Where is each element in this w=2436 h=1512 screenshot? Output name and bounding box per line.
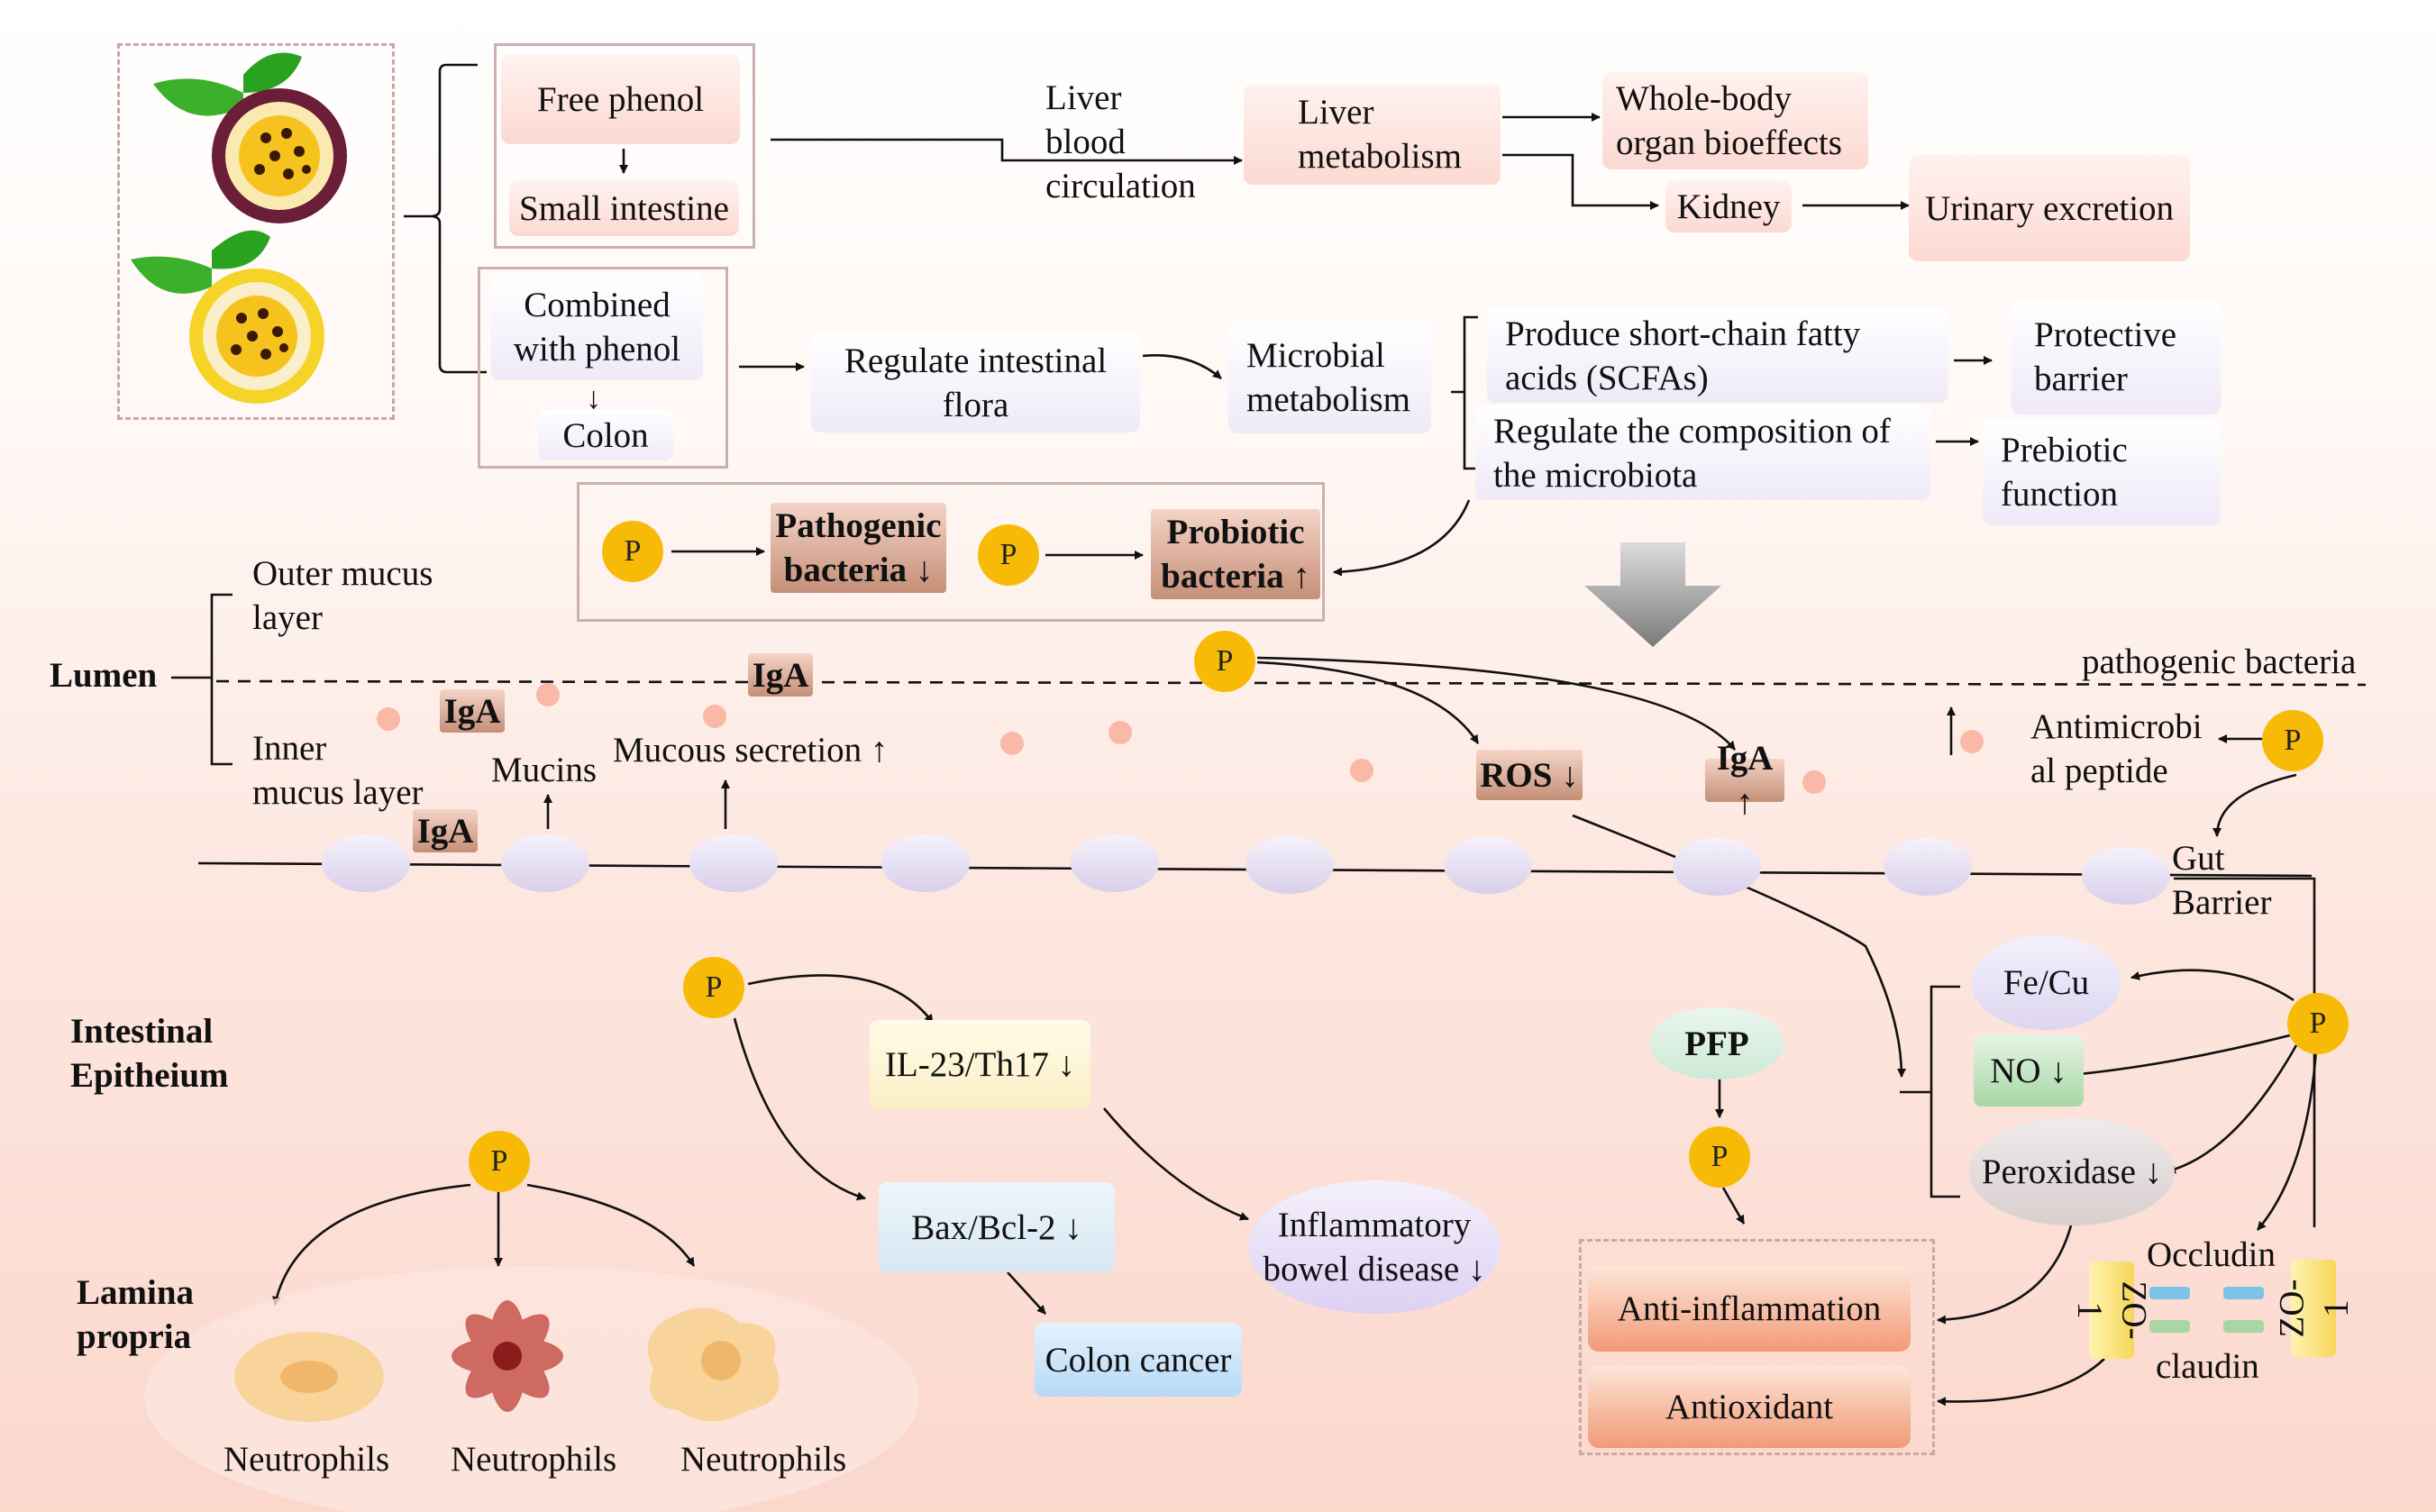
bacteria-dot [1960, 730, 1984, 753]
neutrophil-label: Neutrophils [224, 1440, 390, 1479]
neutrophil-icon [452, 1300, 563, 1412]
bacteria-dot [377, 707, 400, 731]
mucins-label: Mucins [491, 751, 597, 789]
down-arrow-icon [1584, 542, 1721, 647]
effects-frame [1579, 1239, 1935, 1455]
colon-cancer-box: Colon cancer [1035, 1323, 1242, 1397]
bacteria-dot [1802, 770, 1826, 794]
free-phenol-frame [494, 43, 755, 249]
p-circle-lamina: P [469, 1131, 530, 1192]
bacteria-dot [1350, 759, 1373, 782]
purple-passion-fruit-icon [153, 52, 347, 223]
bacteria-dot [703, 705, 726, 728]
antioxidant-box: Antioxidant [1588, 1365, 1911, 1448]
p-circle-lumen: P [1194, 631, 1255, 692]
bax-box: Bax/Bcl-2 ↓ [879, 1182, 1115, 1272]
no-badge: NO ↓ [1974, 1034, 2084, 1107]
epithelial-cell [1245, 836, 1334, 894]
epithelial-cell [322, 834, 410, 892]
p-circle-barrier: P [2287, 993, 2349, 1054]
combined-phenol-frame [478, 267, 728, 469]
pfp-badge: PFP [1649, 1007, 1784, 1079]
iga-up-badge: IgA ↑ [1705, 739, 1784, 822]
p-circle-pathogenic: P [602, 521, 663, 582]
epithelial-cell [1884, 838, 1972, 896]
neutrophil-label: Neutrophils [680, 1440, 847, 1479]
bacteria-dot [1000, 732, 1024, 755]
il23-box: IL-23/Th17 ↓ [870, 1020, 1090, 1108]
epithelial-cell [1071, 834, 1159, 892]
kidney-box: Kidney [1665, 180, 1792, 232]
epithelial-cell [1673, 838, 1761, 896]
bacteria-dot [1109, 721, 1132, 744]
iga-badge: IgA [748, 653, 813, 697]
iga-badge: IgA [413, 809, 478, 852]
yellow-passion-fruit-icon [131, 230, 324, 404]
fe-cu-badge: Fe/Cu [1972, 935, 2121, 1030]
p-circle-antimicrobial: P [2262, 710, 2323, 771]
peroxidase-badge: Peroxidase ↓ [1969, 1117, 2175, 1225]
p-circle-pfp: P [1689, 1126, 1750, 1188]
small-intestine-box: Small intestine [509, 180, 739, 236]
pathogenic-bacteria-label: pathogenic bacteria [2082, 642, 2357, 681]
fruit-frame [117, 43, 395, 420]
neutrophil-icon [647, 1307, 780, 1422]
neutrophil-icon [234, 1332, 384, 1422]
urinary-excretion-box: Urinary excretion [1909, 155, 2190, 261]
p-circle-epithelium: P [683, 957, 744, 1018]
iga-badge: IgA [440, 689, 505, 733]
ros-badge: ROS ↓ [1476, 750, 1583, 800]
occludin-label: Occludin [2147, 1235, 2276, 1274]
epithelial-cell [881, 834, 970, 892]
epithelial-cell [501, 834, 589, 892]
zo1-left: ZO-1 [2070, 1262, 2153, 1359]
bacteria-frame [577, 482, 1325, 622]
mucous-secretion-label: Mucous secretion ↑ [613, 731, 889, 770]
claudin-label: claudin [2156, 1347, 2259, 1386]
anti-inflammation-box: Anti-inflammation [1588, 1266, 1911, 1352]
bacteria-dot [536, 683, 560, 706]
neutrophil-label: Neutrophils [451, 1440, 617, 1479]
epithelial-cell [689, 834, 778, 892]
free-phenol-box: Free phenol [501, 54, 740, 144]
epithelial-cell [1444, 836, 1532, 894]
colon-box: Colon [538, 410, 673, 460]
zo1-right: ZO-1 [2272, 1260, 2355, 1357]
down-arrow-small: ↓ [586, 382, 601, 415]
p-circle-probiotic: P [978, 524, 1039, 586]
epithelial-cell [2082, 847, 2170, 905]
lumen-label: Lumen [50, 656, 158, 695]
